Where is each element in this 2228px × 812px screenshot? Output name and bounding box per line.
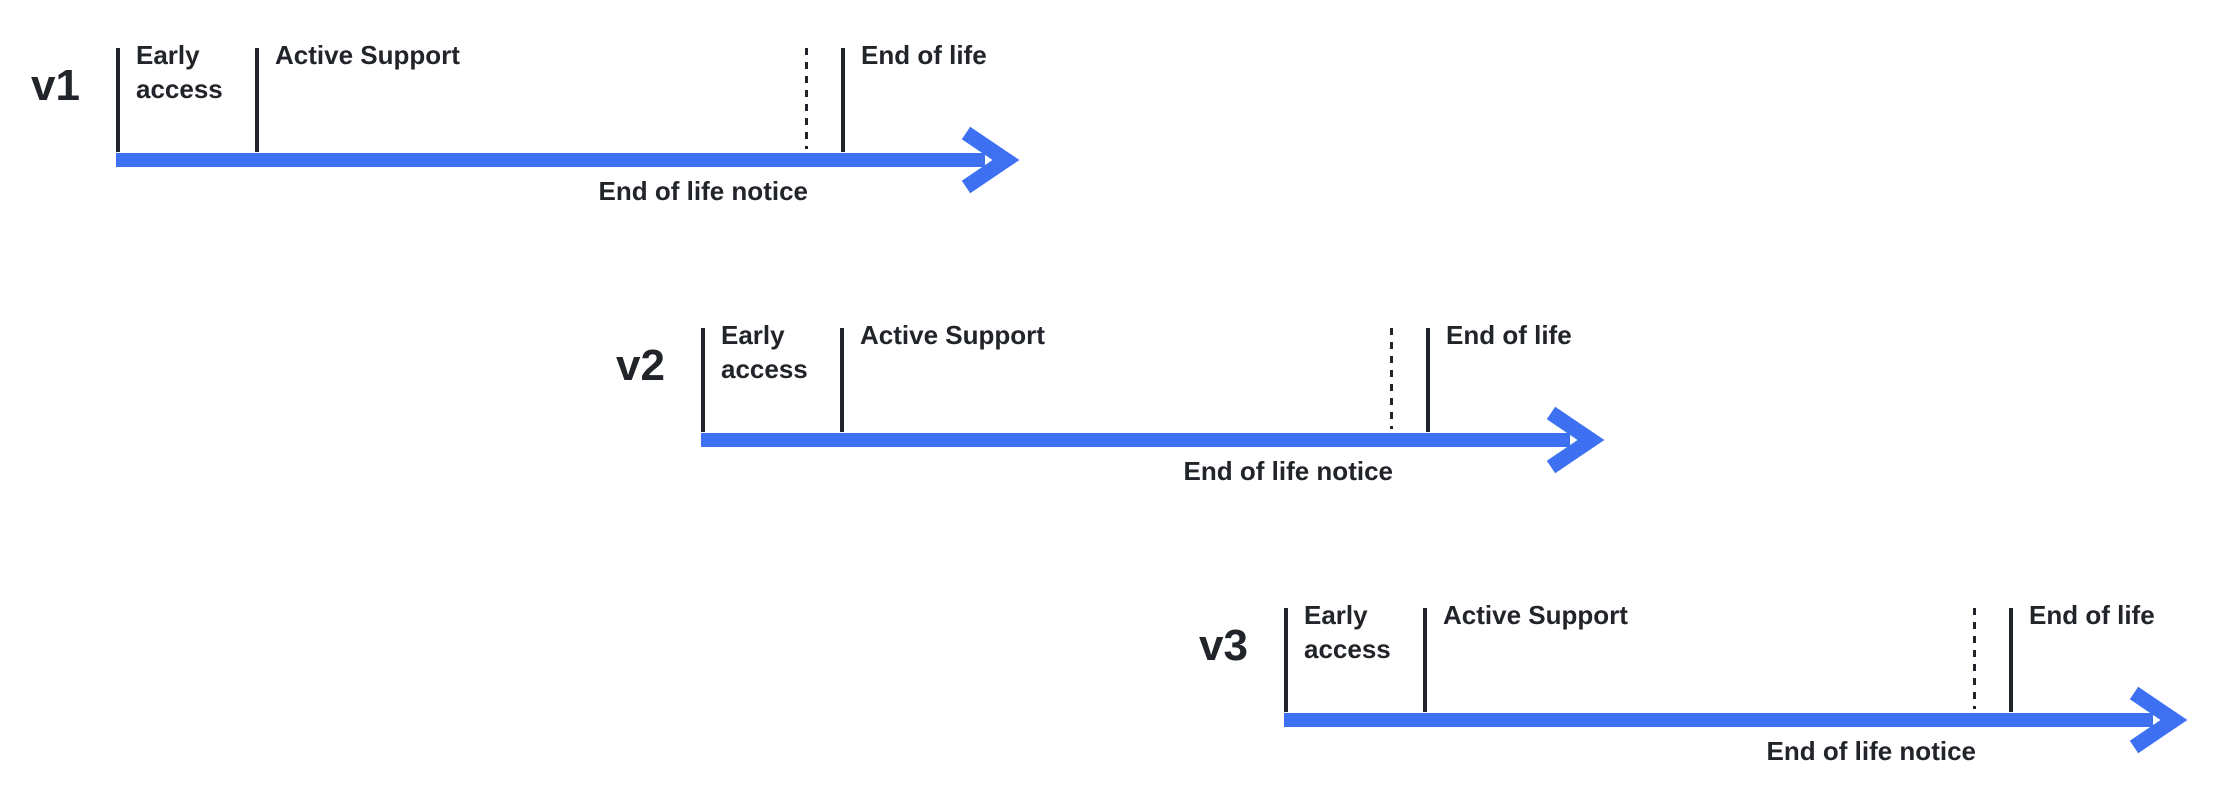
arrow-head-chevron-icon	[2129, 686, 2188, 754]
end-of-life-label: End of life	[1446, 320, 1572, 350]
arrow-shaft	[701, 433, 1570, 447]
end-of-life-tick	[841, 48, 845, 152]
active-support-start-tick	[840, 328, 844, 432]
arrow-shaft	[1284, 713, 2153, 727]
version-label-v1: v1	[31, 61, 80, 110]
arrow-head-chevron-icon	[1546, 406, 1605, 474]
active-support-label: Active Support	[275, 40, 460, 70]
arrow-shaft	[116, 153, 985, 167]
end-of-life-label: End of life	[2029, 600, 2155, 630]
arrow-head-chevron-icon	[961, 126, 1020, 194]
end-of-life-notice-label: End of life notice	[1766, 736, 1976, 766]
early-access-label: Early access	[721, 320, 808, 384]
early-access-start-tick	[701, 328, 705, 432]
early-access-start-tick	[1284, 608, 1288, 712]
end-of-life-label: End of life	[861, 40, 987, 70]
timeline-arrow	[116, 126, 1020, 194]
end-of-life-notice-label: End of life notice	[1183, 456, 1393, 486]
end-of-life-notice-dashed-line	[1973, 608, 1976, 709]
end-of-life-notice-label: End of life notice	[598, 176, 808, 206]
end-of-life-notice-dashed-line	[1390, 328, 1393, 429]
timeline-arrow	[1284, 686, 2188, 754]
end-of-life-tick	[1426, 328, 1430, 432]
version-label-v2: v2	[616, 341, 665, 390]
timeline-row-v2: v2 Early access Active Support End of li…	[616, 320, 1613, 498]
active-support-label: Active Support	[1443, 600, 1628, 630]
early-access-label: Early access	[1304, 600, 1391, 664]
timeline-arrow	[701, 406, 1605, 474]
early-access-start-tick	[116, 48, 120, 152]
end-of-life-notice-dashed-line	[805, 48, 808, 149]
active-support-start-tick	[1423, 608, 1427, 712]
timeline-row-v3: v3 Early access Active Support End of li…	[1199, 600, 2196, 778]
timeline-row-v1: v1 Early access Active Support End of li…	[31, 40, 1028, 218]
version-label-v3: v3	[1199, 621, 1248, 670]
active-support-label: Active Support	[860, 320, 1045, 350]
end-of-life-tick	[2009, 608, 2013, 712]
early-access-label: Early access	[136, 40, 223, 104]
active-support-start-tick	[255, 48, 259, 152]
